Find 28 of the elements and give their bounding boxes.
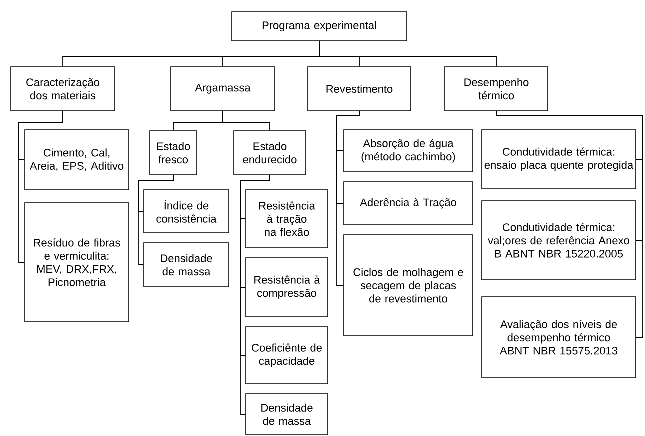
process-box: Condutividade térmica: ensaio placa quente protegida [482,130,636,190]
process-box: Revestimento [308,66,412,112]
process-box: Resistência à compressão [246,258,328,318]
connector-line [319,40,497,68]
connector-line [138,174,174,266]
process-box: Aderência à Tração [344,182,474,226]
connector-line [240,174,270,415]
process-box: Estado fresco [150,130,198,176]
process-box: Condutividade térmica: val;ores de referência Anexo B ABNT NBR 15220.2005 [482,200,636,280]
process-box: Absorção de água (método cachimbo) [344,130,474,172]
process-box: Resistência à tração na flexão [246,190,328,248]
process-box: Ciclos de molhagem e secagem de placas de revestimento [344,234,474,336]
process-box: Densidade de massa [144,242,230,288]
connector-line [496,110,644,338]
process-box: Índice de consistência [144,190,230,234]
process-box: Programa experimental [232,12,408,42]
process-box: Densidade de massa [246,394,328,436]
connector-line [222,110,270,132]
process-box: Cimento, Cal, Areia, EPS, Aditivo [24,130,130,190]
connector-line [336,110,360,286]
process-box: Resíduo de fibras e vermiculita: MEV, DRX,FRX, Picnometria [24,202,130,322]
connector-line [18,110,64,263]
process-box: Coeficiênte de capacidade [246,326,328,384]
process-box: Caracterização dos materiais [10,66,116,112]
process-box: Desempenho térmico [444,66,548,112]
process-box: Avaliação dos níveis de desempenho térmico ABNT NBR 15575.2013 [482,296,636,378]
process-box: Argamassa [170,66,276,112]
process-box: Estado endurecido [234,130,306,176]
